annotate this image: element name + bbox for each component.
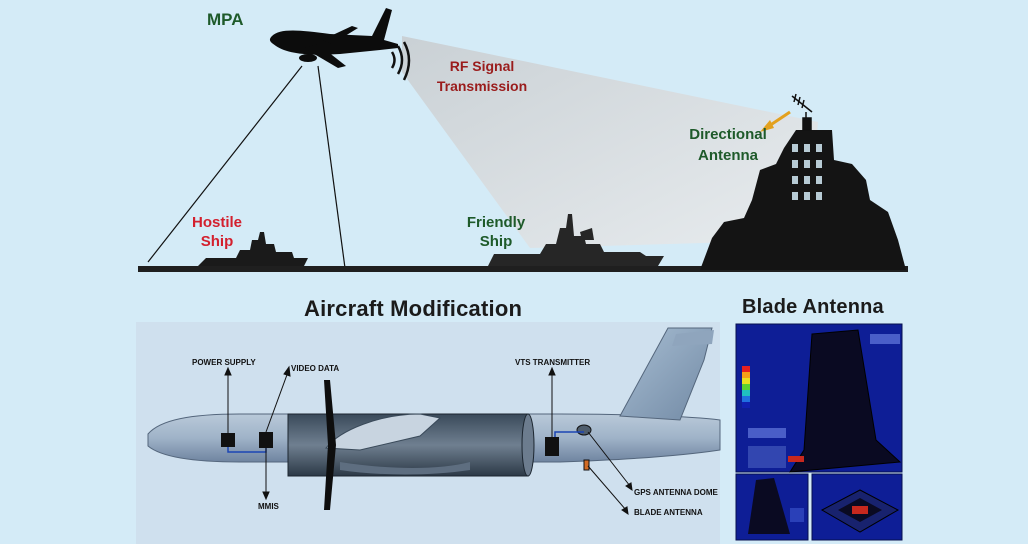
hostile-ship-label: Hostile Ship [186,214,248,250]
sea-line [138,266,908,272]
hostile-ship-line1: Hostile [191,214,242,231]
power-supply-callout: POWER SUPPLY [192,358,256,367]
callout-line-video [265,371,289,433]
fem-hotspot [788,456,804,462]
hostile-ship-icon [198,232,308,266]
signal-waves-icon [390,41,411,81]
fem-info-box [748,428,786,438]
rf-signal-line2: Transmission [436,78,528,94]
building-cliff-icon [700,130,906,270]
fem-legend-scale [742,366,750,408]
hostile-ship-line2: Ship [200,233,234,250]
directional-antenna-line1: Directional [689,126,767,143]
vts-transmitter-box [545,437,559,456]
fem-blade-shape [789,329,902,473]
fem-info-box-2 [748,446,786,468]
blade-antenna-title: Blade Antenna [742,296,884,318]
mpa-aircraft-icon [269,8,398,68]
friendly-ship-icon [488,214,664,266]
rf-signal-label: RF Signal Transmission [430,58,534,94]
aircraft-cutaway-drawing [147,327,721,510]
orange-arrow-icon [760,110,791,132]
directional-antenna-label: Directional Antenna [680,126,776,164]
rf-beam [402,36,818,248]
aircraft-modification-title: Aircraft Modification [304,296,523,321]
mmis-box [259,432,273,448]
mpa-label: MPA [207,10,244,29]
mmis-callout: MMIS [258,502,279,511]
video-data-callout: VIDEO DATA [291,364,340,373]
sight-line-right [317,65,346,269]
callout-line-blade [587,465,627,511]
power-supply-box [221,433,235,447]
blade-antenna-callout: BLADE ANTENNA [634,508,703,517]
friendly-ship-line1: Friendly [466,214,526,231]
directional-antenna-icon [791,93,813,131]
building-windows [792,144,822,200]
directional-antenna-line2: Antenna [698,147,758,164]
callout-line-gps [587,431,631,487]
friendly-ship-line2: Ship [479,233,513,250]
gps-antenna-dome-callout: GPS ANTENNA DOME [634,488,718,497]
friendly-ship-label: Friendly Ship [458,214,534,250]
sight-line-left [147,65,303,263]
rf-signal-line1: RF Signal [449,58,515,74]
vts-transmitter-callout: VTS TRANSMITTER [515,358,591,367]
fem-view-box [870,334,900,344]
